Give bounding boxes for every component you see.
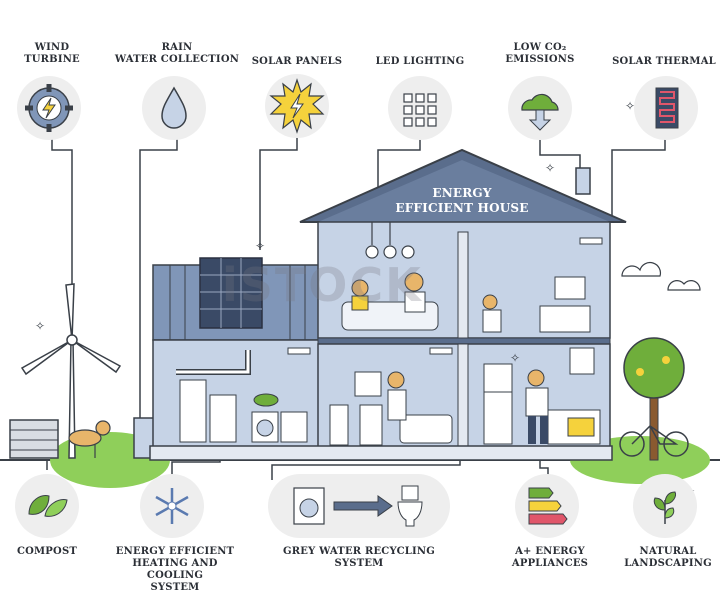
energy-rating-bars-icon <box>528 487 568 525</box>
label-wind-turbine: WIND TURBINE <box>24 42 80 65</box>
label-rain-water: RAIN WATER COLLECTION <box>114 42 240 65</box>
label-grey-water: GREY WATER RECYCLING SYSTEM <box>283 546 435 569</box>
plant-icon <box>653 491 676 524</box>
icon-circle-heating <box>140 474 204 538</box>
gear-bolt-icon <box>25 84 73 132</box>
icon-circle-appliances <box>515 474 579 538</box>
house-title: ENERGY EFFICIENT HOUSE <box>395 186 529 215</box>
tree <box>623 337 685 461</box>
water-drop-icon <box>161 86 187 129</box>
svg-text:✧: ✧ <box>545 161 555 175</box>
icon-circle-compost <box>15 474 79 538</box>
cloud-arrow-icon <box>521 93 559 131</box>
washing-machine-to-toilet-icon <box>293 485 423 527</box>
compost-leaves-icon <box>28 495 68 517</box>
svg-text:✧: ✧ <box>35 319 45 333</box>
label-heating-cooling: ENERGY EFFICIENT HEATING AND COOLING SYS… <box>115 546 235 593</box>
svg-text:✧: ✧ <box>625 99 635 113</box>
label-appliances: A+ ENERGY APPLIANCES <box>511 546 589 569</box>
svg-text:✧: ✧ <box>510 351 520 365</box>
icon-circle-landscaping <box>633 474 697 538</box>
icon-circle-led <box>388 76 452 140</box>
compost-bin <box>9 419 59 459</box>
main-house <box>149 148 627 461</box>
label-led-lighting: LED LIGHTING <box>375 56 465 67</box>
snowflake-icon <box>155 488 189 524</box>
dog <box>68 420 111 458</box>
label-low-co2: LOW CO₂ EMISSIONS <box>505 42 575 65</box>
label-solar-thermal: SOLAR THERMAL <box>612 56 716 67</box>
watermark: iSTOCK <box>222 258 423 312</box>
solar-thermal-icon <box>655 87 679 129</box>
icon-circle-rain <box>142 76 206 140</box>
wind-turbine <box>20 283 122 459</box>
house-left-wing <box>152 257 320 451</box>
clouds <box>621 261 701 291</box>
icon-pill-greywater <box>268 474 450 538</box>
led-grid-icon <box>403 93 437 127</box>
icon-circle-solar <box>265 74 329 138</box>
bicycle <box>619 425 689 457</box>
icon-circle-thermal <box>634 76 698 140</box>
label-landscaping: NATURAL LANDSCAPING <box>624 546 712 569</box>
sun-bolt-icon <box>269 78 325 134</box>
label-compost: COMPOST <box>16 546 78 557</box>
icon-circle-wind <box>17 76 81 140</box>
icon-circle-co2 <box>508 76 572 140</box>
label-solar-panels: SOLAR PANELS <box>251 56 343 67</box>
svg-text:✧: ✧ <box>255 239 265 253</box>
